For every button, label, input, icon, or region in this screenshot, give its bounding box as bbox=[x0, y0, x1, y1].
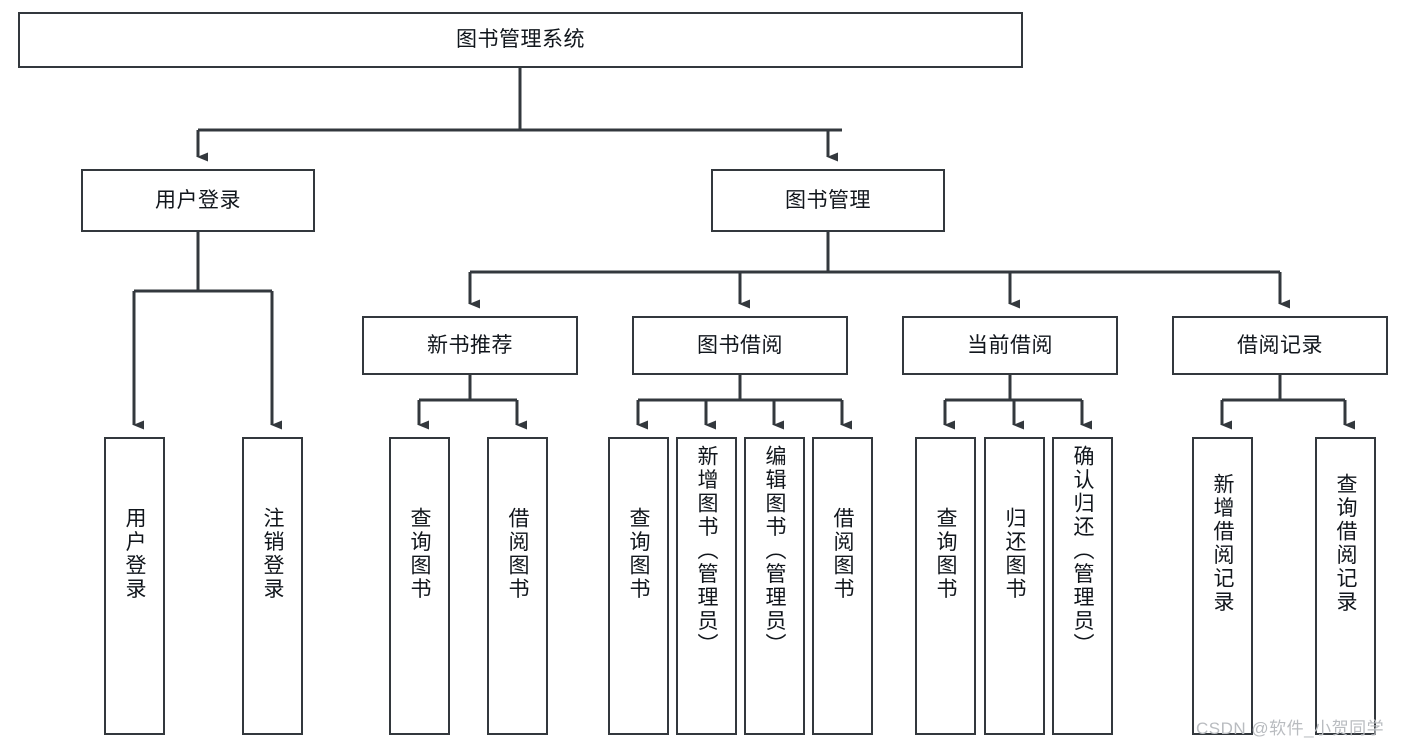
node-label: 归还图书 bbox=[1003, 507, 1026, 601]
node-label: 查询借阅记录 bbox=[1334, 473, 1357, 614]
node-label: 确认归还（管理员） bbox=[1071, 445, 1094, 657]
node-label: 查询图书 bbox=[627, 507, 650, 601]
node-label: 注销登录 bbox=[261, 507, 284, 601]
node-leaf-add-borrow-record[interactable]: 新增借阅记录 bbox=[1192, 437, 1253, 735]
node-leaf-user-logout[interactable]: 注销登录 bbox=[242, 437, 303, 735]
node-label: 借阅图书 bbox=[831, 507, 854, 601]
node-label: 编辑图书（管理员） bbox=[763, 445, 786, 657]
node-leaf-query-book-recommend[interactable]: 查询图书 bbox=[389, 437, 450, 735]
node-label: 用户登录 bbox=[123, 507, 146, 601]
node-new-book-recommend[interactable]: 新书推荐 bbox=[362, 316, 578, 375]
node-label: 图书管理系统 bbox=[456, 28, 585, 52]
node-root-book-management-system[interactable]: 图书管理系统 bbox=[18, 12, 1023, 68]
node-label: 当前借阅 bbox=[967, 333, 1053, 357]
node-leaf-borrow-book-borrow[interactable]: 借阅图书 bbox=[812, 437, 873, 735]
node-leaf-borrow-book-recommend[interactable]: 借阅图书 bbox=[487, 437, 548, 735]
node-label: 借阅记录 bbox=[1237, 333, 1323, 357]
node-book-management[interactable]: 图书管理 bbox=[711, 169, 945, 232]
node-leaf-add-book-admin[interactable]: 新增图书（管理员） bbox=[676, 437, 737, 735]
node-book-borrow[interactable]: 图书借阅 bbox=[632, 316, 848, 375]
node-leaf-user-login[interactable]: 用户登录 bbox=[104, 437, 165, 735]
node-label: 新增借阅记录 bbox=[1211, 473, 1234, 614]
node-label: 借阅图书 bbox=[506, 507, 529, 601]
node-leaf-query-borrow-record[interactable]: 查询借阅记录 bbox=[1315, 437, 1376, 735]
node-leaf-query-book-borrow[interactable]: 查询图书 bbox=[608, 437, 669, 735]
node-label: 图书借阅 bbox=[697, 333, 783, 357]
node-leaf-query-book-current[interactable]: 查询图书 bbox=[915, 437, 976, 735]
node-borrow-record[interactable]: 借阅记录 bbox=[1172, 316, 1388, 375]
node-label: 新书推荐 bbox=[427, 333, 513, 357]
node-label: 新增图书（管理员） bbox=[695, 445, 718, 657]
watermark: CSDN @软件_小贺同学 bbox=[1196, 719, 1385, 738]
node-current-borrow[interactable]: 当前借阅 bbox=[902, 316, 1118, 375]
node-leaf-edit-book-admin[interactable]: 编辑图书（管理员） bbox=[744, 437, 805, 735]
node-leaf-confirm-return-admin[interactable]: 确认归还（管理员） bbox=[1052, 437, 1113, 735]
node-user-login[interactable]: 用户登录 bbox=[81, 169, 315, 232]
node-label: 查询图书 bbox=[934, 507, 957, 601]
node-leaf-return-book[interactable]: 归还图书 bbox=[984, 437, 1045, 735]
node-label: 查询图书 bbox=[408, 507, 431, 601]
node-label: 用户登录 bbox=[155, 188, 241, 212]
node-label: 图书管理 bbox=[785, 188, 871, 212]
